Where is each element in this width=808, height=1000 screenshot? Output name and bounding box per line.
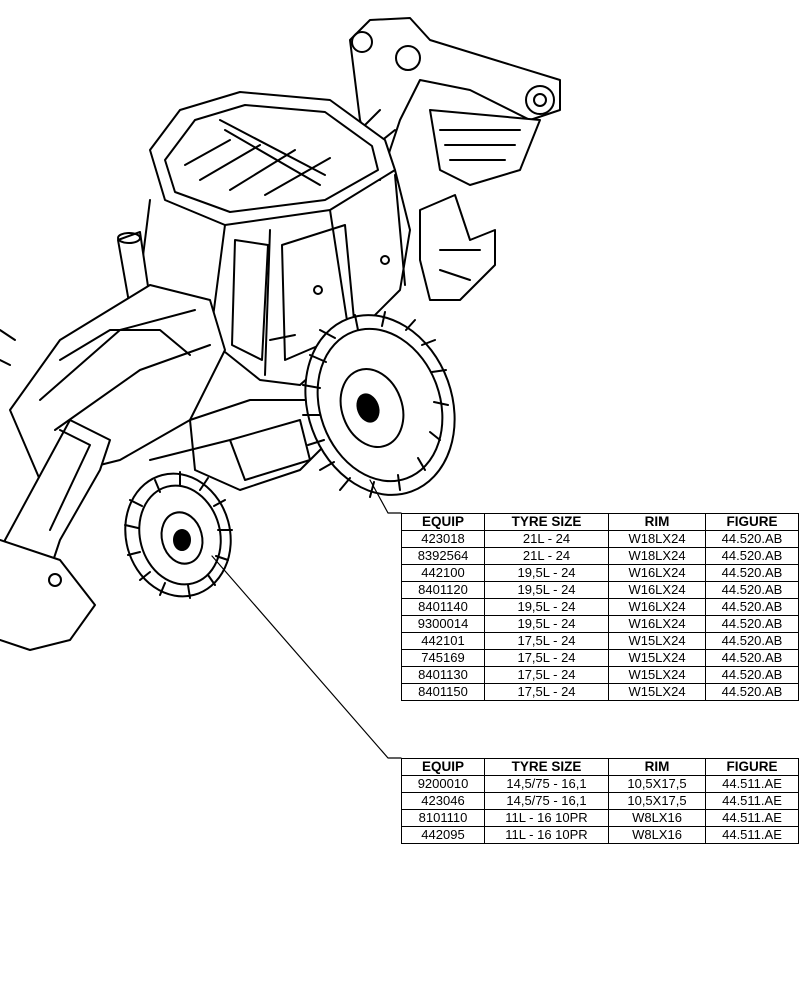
equip-cell: 8101110 bbox=[401, 809, 485, 827]
cab bbox=[139, 91, 411, 386]
figure-cell: 44.520.AB bbox=[705, 581, 799, 599]
equip-cell: 423046 bbox=[401, 792, 485, 810]
tyre-size-cell: 19,5L - 24 bbox=[484, 581, 609, 599]
rim-cell: W15LX24 bbox=[608, 683, 706, 701]
rim-cell: W16LX24 bbox=[608, 564, 706, 582]
leader-lines bbox=[211, 479, 402, 759]
column-header-equip: EQUIP bbox=[401, 513, 485, 531]
tyre-size-cell: 17,5L - 24 bbox=[484, 666, 609, 684]
figure-cell: 44.520.AB bbox=[705, 649, 799, 667]
rim-cell: W18LX24 bbox=[608, 547, 706, 565]
table-header-row: EQUIP TYRE SIZE RIM FIGURE bbox=[401, 758, 799, 776]
equip-cell: 745169 bbox=[401, 649, 485, 667]
tyre-size-cell: 17,5L - 24 bbox=[484, 683, 609, 701]
tyre-size-cell: 11L - 16 10PR bbox=[484, 826, 609, 844]
tyre-size-cell: 17,5L - 24 bbox=[484, 649, 609, 667]
figure-cell: 44.520.AB bbox=[705, 683, 799, 701]
equip-cell: 8401140 bbox=[401, 598, 485, 616]
equip-cell: 442095 bbox=[401, 826, 485, 844]
column-header-figure: FIGURE bbox=[705, 758, 799, 776]
figure-cell: 44.520.AB bbox=[705, 632, 799, 650]
front-wheel bbox=[124, 471, 233, 599]
column-header-figure: FIGURE bbox=[705, 513, 799, 531]
rim-cell: W8LX16 bbox=[608, 809, 706, 827]
tyre-size-cell: 14,5/75 - 16,1 bbox=[484, 775, 609, 793]
rim-cell: W16LX24 bbox=[608, 598, 706, 616]
tyre-size-cell: 21L - 24 bbox=[484, 547, 609, 565]
figure-cell: 44.520.AB bbox=[705, 547, 799, 565]
rim-cell: W15LX24 bbox=[608, 666, 706, 684]
table-header-row: EQUIP TYRE SIZE RIM FIGURE bbox=[401, 513, 799, 531]
stabilizer bbox=[419, 194, 496, 301]
figure-cell: 44.511.AE bbox=[705, 775, 799, 793]
tyre-size-cell: 19,5L - 24 bbox=[484, 564, 609, 582]
rim-cell: W16LX24 bbox=[608, 615, 706, 633]
column-header-rim: RIM bbox=[608, 513, 706, 531]
figure-cell: 44.520.AB bbox=[705, 666, 799, 684]
equip-cell: 442101 bbox=[401, 632, 485, 650]
column-header-rim: RIM bbox=[608, 758, 706, 776]
loader-arm bbox=[0, 329, 111, 651]
equip-cell: 8401120 bbox=[401, 581, 485, 599]
equip-cell: 9200010 bbox=[401, 775, 485, 793]
figure-cell: 44.520.AB bbox=[705, 564, 799, 582]
rear-wheel bbox=[302, 311, 456, 498]
column-header-equip: EQUIP bbox=[401, 758, 485, 776]
tyre-size-cell: 21L - 24 bbox=[484, 530, 609, 548]
figure-cell: 44.520.AB bbox=[705, 530, 799, 548]
tyre-size-cell: 19,5L - 24 bbox=[484, 598, 609, 616]
figure-cell: 44.511.AE bbox=[705, 809, 799, 827]
rim-cell: 10,5X17,5 bbox=[608, 775, 706, 793]
equip-cell: 8401130 bbox=[401, 666, 485, 684]
equip-cell: 8392564 bbox=[401, 547, 485, 565]
column-header-tyre-size: TYRE SIZE bbox=[484, 758, 609, 776]
equip-cell: 8401150 bbox=[401, 683, 485, 701]
figure-cell: 44.520.AB bbox=[705, 598, 799, 616]
figure-cell: 44.511.AE bbox=[705, 826, 799, 844]
rim-cell: W16LX24 bbox=[608, 581, 706, 599]
equip-cell: 9300014 bbox=[401, 615, 485, 633]
rim-cell: W15LX24 bbox=[608, 632, 706, 650]
rim-cell: W8LX16 bbox=[608, 826, 706, 844]
rim-cell: W15LX24 bbox=[608, 649, 706, 667]
chassis bbox=[149, 399, 331, 491]
tyre-size-cell: 17,5L - 24 bbox=[484, 632, 609, 650]
column-header-tyre-size: TYRE SIZE bbox=[484, 513, 609, 531]
rim-cell: 10,5X17,5 bbox=[608, 792, 706, 810]
tyre-size-cell: 19,5L - 24 bbox=[484, 615, 609, 633]
rim-cell: W18LX24 bbox=[608, 530, 706, 548]
equip-cell: 442100 bbox=[401, 564, 485, 582]
figure-cell: 44.511.AE bbox=[705, 792, 799, 810]
figure-cell: 44.520.AB bbox=[705, 615, 799, 633]
equip-cell: 423018 bbox=[401, 530, 485, 548]
tyre-size-cell: 14,5/75 - 16,1 bbox=[484, 792, 609, 810]
tyre-size-cell: 11L - 16 10PR bbox=[484, 809, 609, 827]
